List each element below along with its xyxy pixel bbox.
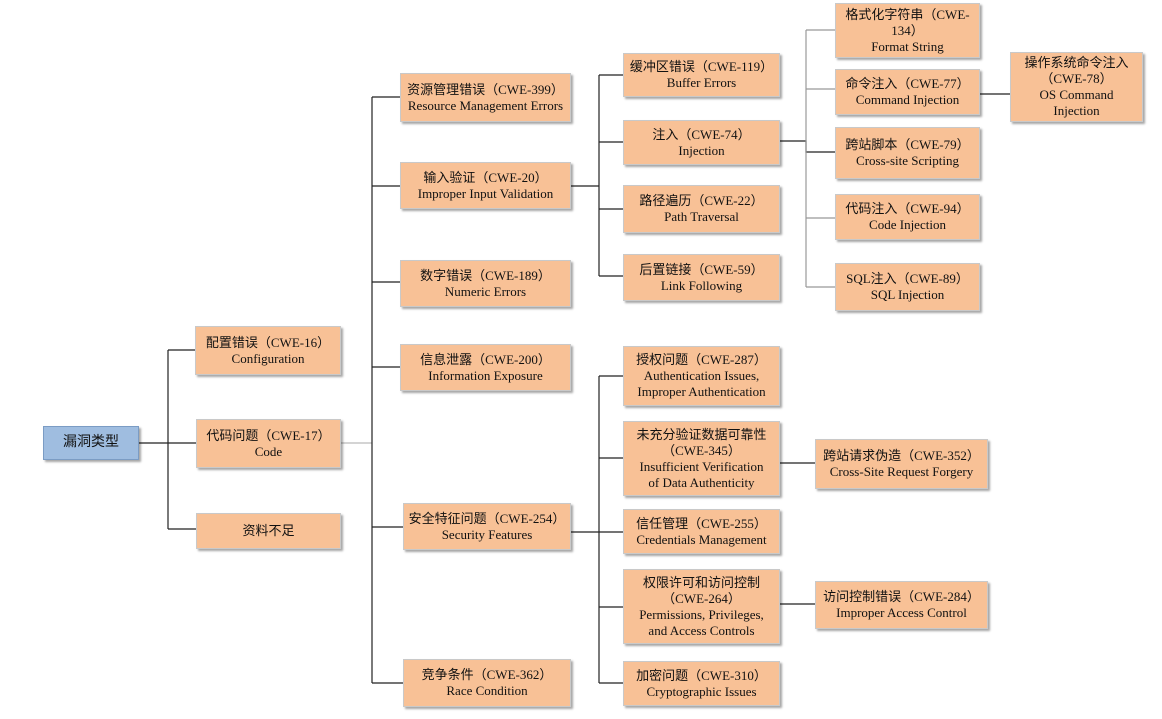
node-path-traversal: 路径遍历（CWE-22） Path Traversal [623, 185, 780, 233]
node-label-en: Command Injection [855, 92, 960, 107]
node-configuration: 配置错误（CWE-16） Configuration [195, 326, 341, 375]
node-sql-injection: SQL注入（CWE-89） SQL Injection [835, 263, 980, 311]
node-label-en: Path Traversal [664, 209, 739, 224]
node-label-cn: 未充分验证数据可靠性 [636, 426, 767, 442]
node-label-cn: （CWE-264） [662, 590, 741, 606]
node-label-en: Cross-Site Request Forgery [829, 464, 974, 479]
node-code-injection: 代码注入（CWE-94） Code Injection [835, 194, 980, 240]
node-label-en: Credentials Management [636, 531, 767, 547]
node-label-cn: （CWE-78） [1040, 71, 1113, 86]
node-label-en: Authentication Issues, [643, 368, 760, 383]
node-information-exposure: 信息泄露（CWE-200） Information Exposure [400, 344, 571, 391]
node-label-en: of Data Authenticity [648, 474, 755, 490]
node-link-following: 后置链接（CWE-59） Link Following [623, 254, 780, 301]
node-format-string: 格式化字符串（CWE- 134） Format String [835, 3, 980, 58]
node-label-en: Format String [871, 38, 944, 54]
node-label-cn: 配置错误（CWE-16） [205, 334, 331, 350]
node-label-en: Injection [678, 142, 725, 158]
node-insufficient-info: 资料不足 [196, 513, 341, 549]
node-label-en: Cryptographic Issues [646, 683, 757, 699]
node-label-en: Improper Authentication [637, 384, 766, 399]
node-label-cn: 路径遍历（CWE-22） [639, 193, 764, 208]
node-injection: 注入（CWE-74） Injection [623, 120, 780, 165]
node-code: 代码问题（CWE-17） Code [196, 419, 341, 468]
node-label-en: Permissions, Privileges, [639, 606, 764, 622]
node-data-authenticity: 未充分验证数据可靠性 （CWE-345） Insufficient Verifi… [623, 421, 780, 496]
node-label-en: Resource Management Errors [407, 97, 564, 113]
node-credentials-management: 信任管理（CWE-255） Credentials Management [623, 509, 780, 554]
node-label-cn: 后置链接（CWE-59） [639, 261, 764, 277]
node-label-cn: 资料不足 [242, 523, 295, 538]
node-label-cn: 缓冲区错误（CWE-119） [629, 59, 774, 74]
connector-injection [780, 140, 835, 153]
node-buffer-errors: 缓冲区错误（CWE-119） Buffer Errors [623, 53, 780, 97]
node-command-injection: 命令注入（CWE-77） Command Injection [835, 69, 980, 115]
node-label-en: Improper Input Validation [417, 185, 554, 201]
node-label-en: Code [254, 443, 283, 459]
node-label-cn: 命令注入（CWE-77） [845, 76, 970, 91]
node-label-en: and Access Controls [648, 622, 755, 638]
node-label-cn: 注入（CWE-74） [652, 126, 751, 142]
node-label-cn: 代码问题（CWE-17） [206, 427, 331, 443]
node-label-en: Configuration [231, 350, 305, 366]
node-label-en: Race Condition [446, 683, 528, 698]
node-label-en: Security Features [441, 526, 533, 542]
node-permissions: 权限许可和访问控制 （CWE-264） Permissions, Privile… [623, 569, 780, 644]
node-label-cn: 输入验证（CWE-20） [423, 169, 548, 185]
node-input-validation: 输入验证（CWE-20） Improper Input Validation [400, 162, 571, 209]
node-label-cn: 跨站脚本（CWE-79） [845, 137, 970, 152]
node-label-en: Numeric Errors [444, 283, 527, 299]
node-authentication-issues: 授权问题（CWE-287） Authentication Issues, Imp… [623, 346, 780, 406]
node-security-features: 安全特征问题（CWE-254） Security Features [403, 503, 571, 550]
node-label-cn: 134） [891, 22, 924, 38]
node-race-condition: 竞争条件（CWE-362） Race Condition [403, 659, 571, 707]
node-cryptographic-issues: 加密问题（CWE-310） Cryptographic Issues [623, 661, 780, 706]
node-label-cn: 代码注入（CWE-94） [845, 201, 970, 216]
node-csrf: 跨站请求伪造（CWE-352） Cross-Site Request Forge… [815, 439, 988, 489]
node-improper-access-control: 访问控制错误（CWE-284） Improper Access Control [815, 581, 988, 629]
connector-input [571, 74, 623, 277]
node-label-cn: 数字错误（CWE-189） [420, 267, 551, 283]
node-label-cn: 跨站请求伪造（CWE-352） [823, 448, 980, 463]
connector-root [139, 349, 196, 530]
connector-level4-bus [805, 29, 835, 288]
node-label-cn: SQL注入（CWE-89） [846, 271, 969, 286]
node-label-en: Link Following [660, 277, 743, 293]
root-label: 漏洞类型 [63, 435, 119, 450]
connector-security [571, 375, 623, 684]
node-label-cn: 安全特征问题（CWE-254） [408, 510, 566, 526]
node-label-cn: （CWE-345） [662, 442, 741, 458]
node-xss: 跨站脚本（CWE-79） Cross-site Scripting [835, 127, 980, 179]
node-label-cn: 加密问题（CWE-310） [636, 667, 767, 683]
node-label-en: Information Exposure [428, 367, 543, 383]
node-label-cn: 操作系统命令注入 [1024, 55, 1129, 70]
node-label-cn: 格式化字符串（CWE- [845, 6, 970, 22]
node-resource-management: 资源管理错误（CWE-399） Resource Management Erro… [400, 73, 571, 122]
node-label-cn: 访问控制错误（CWE-284） [823, 589, 980, 604]
node-label-cn: 资源管理错误（CWE-399） [407, 81, 564, 97]
node-label-cn: 授权问题（CWE-287） [636, 352, 767, 367]
node-label-cn: 权限许可和访问控制 [642, 574, 760, 590]
node-label-en: SQL Injection [870, 287, 945, 302]
connector-level2-bus [371, 96, 403, 684]
node-label-en: Injection [1053, 103, 1100, 118]
node-label-cn: 竞争条件（CWE-362） [421, 667, 553, 682]
node-label-cn: 信息泄露（CWE-200） [420, 351, 551, 367]
node-label-en: Cross-site Scripting [856, 153, 959, 168]
node-os-command-injection: 操作系统命令注入 （CWE-78） OS Command Injection [1010, 52, 1143, 122]
node-label-en: Improper Access Control [836, 605, 967, 620]
node-label-en: Insufficient Verification [639, 458, 764, 474]
node-numeric-errors: 数字错误（CWE-189） Numeric Errors [400, 260, 571, 307]
node-label-en: Buffer Errors [666, 75, 737, 90]
root-node: 漏洞类型 [43, 426, 139, 460]
node-label-cn: 信任管理（CWE-255） [636, 515, 767, 531]
node-label-en: OS Command [1039, 87, 1114, 102]
node-label-en: Code Injection [869, 217, 946, 232]
